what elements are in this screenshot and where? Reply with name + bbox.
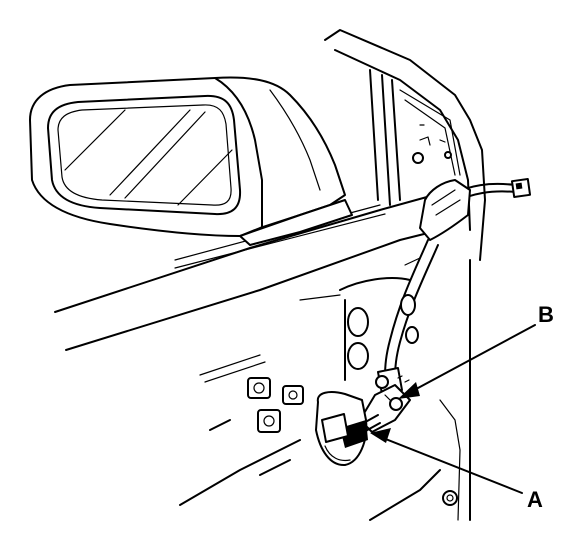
harness-connector-assembly	[315, 375, 411, 467]
panel-hole	[347, 307, 369, 337]
callout-a-leader	[377, 435, 523, 494]
side-mirror	[29, 76, 353, 246]
callout-b-leader	[404, 324, 536, 396]
mirror-harness-cable	[375, 177, 532, 395]
lower-bolt	[442, 490, 458, 506]
frame-bolt	[412, 152, 424, 164]
service-hole	[247, 377, 271, 399]
callout-a-label: A	[527, 487, 543, 512]
service-hole	[282, 385, 304, 405]
callout-a-arrowhead	[370, 428, 391, 443]
callout-b-arrowhead	[398, 382, 420, 399]
callout-b-label: B	[538, 302, 554, 327]
service-hole	[257, 409, 281, 433]
door-window-frame	[324, 29, 486, 261]
bracket-bolt	[389, 397, 403, 411]
callout-leaders	[370, 324, 536, 494]
door-inner-panel	[199, 257, 471, 521]
panel-hole	[347, 342, 369, 370]
